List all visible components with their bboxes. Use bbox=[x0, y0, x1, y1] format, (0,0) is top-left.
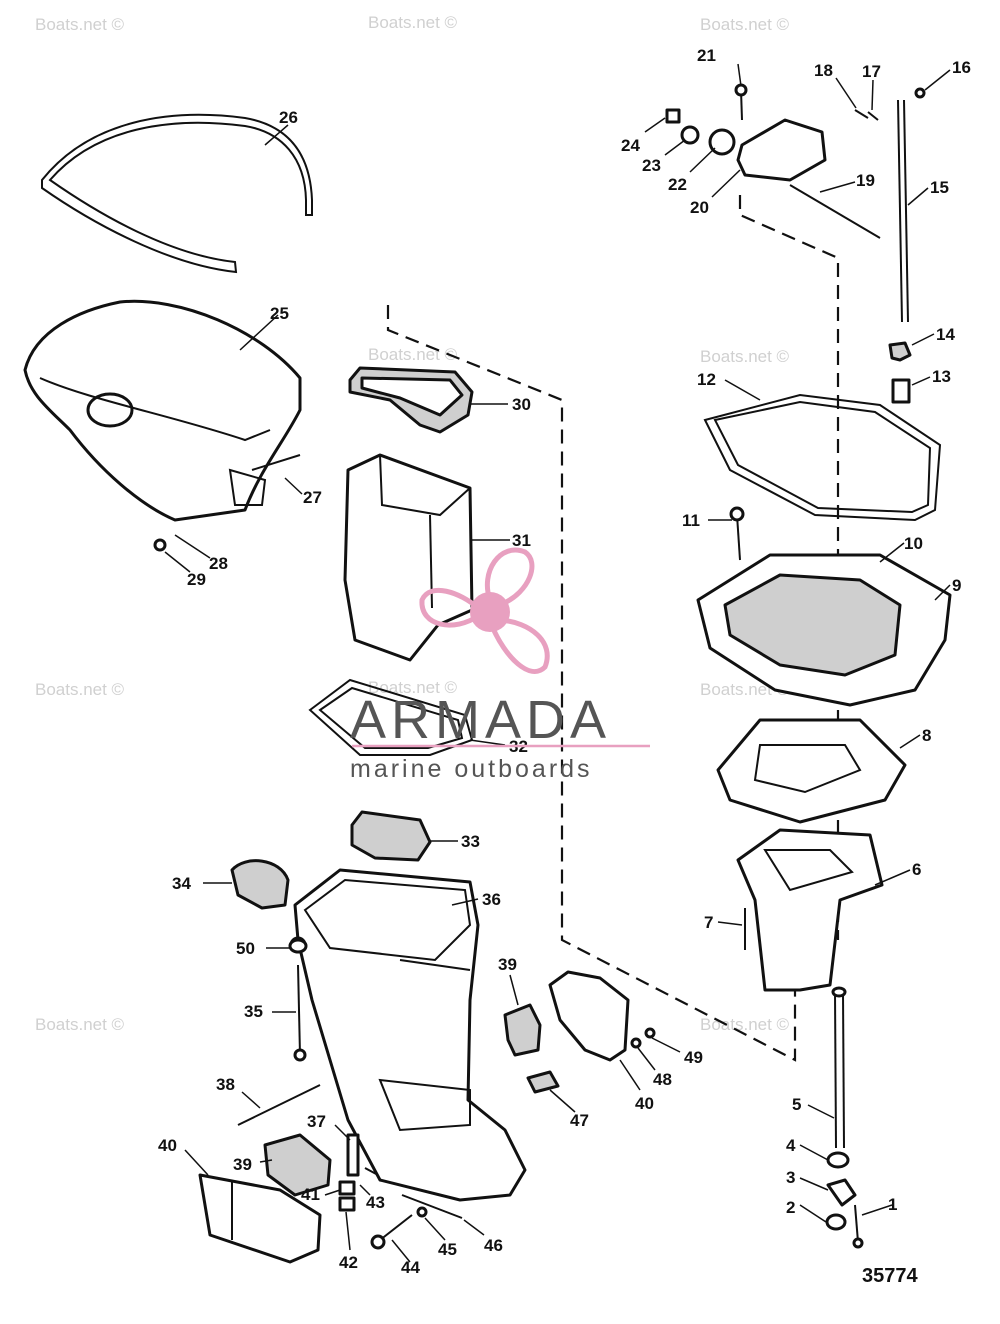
watermark-text: Boats.net © bbox=[35, 680, 125, 699]
callout-9: 9 bbox=[952, 576, 961, 595]
callout-11: 11 bbox=[682, 511, 700, 530]
callout-27: 27 bbox=[303, 488, 322, 507]
callout-28: 28 bbox=[209, 554, 228, 573]
stud-35 bbox=[293, 964, 307, 1062]
callout-12: 12 bbox=[697, 370, 716, 389]
callout-24: 24 bbox=[621, 136, 640, 155]
callout-30: 30 bbox=[512, 395, 531, 414]
callout-42: 42 bbox=[339, 1253, 358, 1272]
callout-31: 31 bbox=[512, 531, 531, 550]
watermark-text: Boats.net © bbox=[35, 15, 125, 34]
watermark-text: Boats.net © bbox=[700, 15, 790, 34]
watermark-text: Boats.net © bbox=[700, 1015, 790, 1034]
callout-23: 23 bbox=[642, 156, 661, 175]
shift-linkage-parts bbox=[665, 83, 926, 239]
watermark-text: Boats.net © bbox=[700, 347, 790, 366]
callout-5: 5 bbox=[792, 1095, 801, 1114]
callout-47: 47 bbox=[570, 1111, 589, 1130]
callout-1: 1 bbox=[888, 1195, 897, 1214]
drawing-number: 35774 bbox=[862, 1265, 918, 1287]
callout-15: 15 bbox=[930, 178, 949, 197]
callout-8: 8 bbox=[922, 726, 931, 745]
callout-36: 36 bbox=[482, 890, 501, 909]
cover-40-right bbox=[548, 970, 630, 1062]
bushing-14-13 bbox=[888, 341, 912, 404]
brand-name: ARMADA bbox=[350, 690, 611, 750]
callout-40-right: 40 bbox=[635, 1094, 654, 1113]
callout-43: 43 bbox=[366, 1193, 385, 1212]
driveshaft-5 bbox=[831, 986, 847, 1149]
callout-50: 50 bbox=[236, 939, 255, 958]
callout-35: 35 bbox=[244, 1002, 263, 1021]
hardware-1-4 bbox=[825, 1151, 864, 1249]
callout-21: 21 bbox=[697, 46, 716, 65]
callout-44: 44 bbox=[401, 1258, 420, 1277]
callout-17: 17 bbox=[862, 62, 881, 81]
propeller-icon bbox=[419, 547, 550, 674]
leader-lines bbox=[164, 63, 951, 1263]
callout-6: 6 bbox=[912, 860, 921, 879]
callout-40-left: 40 bbox=[158, 1136, 177, 1155]
mount-bracket-39-left bbox=[263, 1133, 332, 1197]
callout-labels: 1 2 3 4 5 6 7 8 9 10 11 12 13 14 15 16 1… bbox=[158, 46, 971, 1277]
callout-16: 16 bbox=[952, 58, 971, 77]
callout-7: 7 bbox=[704, 913, 713, 932]
pin-38 bbox=[237, 1084, 321, 1126]
callout-45: 45 bbox=[438, 1240, 457, 1259]
seal-12 bbox=[703, 393, 942, 522]
callout-34: 34 bbox=[172, 874, 191, 893]
seal-33 bbox=[350, 810, 432, 862]
callout-19: 19 bbox=[856, 171, 875, 190]
callout-26: 26 bbox=[279, 108, 298, 127]
callout-37: 37 bbox=[307, 1112, 326, 1131]
callout-22: 22 bbox=[668, 175, 687, 194]
callout-18: 18 bbox=[814, 61, 833, 80]
watermark-text: Boats.net © bbox=[368, 345, 458, 364]
cowl-seal-part bbox=[41, 113, 313, 274]
callout-41: 41 bbox=[301, 1185, 320, 1204]
callout-2: 2 bbox=[786, 1198, 795, 1217]
callout-10: 10 bbox=[904, 534, 923, 553]
gasket-8 bbox=[716, 718, 907, 824]
hardware-45-46 bbox=[401, 1194, 463, 1219]
adapter-seal-30 bbox=[348, 366, 474, 434]
watermark-text: Boats.net © bbox=[368, 13, 458, 32]
bolt-11 bbox=[729, 506, 745, 561]
exhaust-pipe-6 bbox=[736, 828, 884, 992]
callout-48: 48 bbox=[653, 1070, 672, 1089]
callout-39-right: 39 bbox=[498, 955, 517, 974]
callout-4: 4 bbox=[786, 1136, 796, 1155]
driveshaft-housing-36 bbox=[289, 868, 527, 1202]
mount-34 bbox=[230, 859, 290, 910]
exhaust-tube-31 bbox=[343, 453, 474, 662]
mount-bracket-39-right bbox=[503, 1003, 542, 1057]
watermark-text: Boats.net © bbox=[35, 1015, 125, 1034]
callout-13: 13 bbox=[932, 367, 951, 386]
shift-rod-15 bbox=[897, 99, 909, 323]
callout-39-left: 39 bbox=[233, 1155, 252, 1174]
brand-tagline: marine outboards bbox=[350, 755, 593, 783]
callout-29: 29 bbox=[187, 570, 206, 589]
callout-49: 49 bbox=[684, 1048, 703, 1067]
callout-46: 46 bbox=[484, 1236, 503, 1255]
cover-40-left bbox=[198, 1173, 322, 1264]
callout-3: 3 bbox=[786, 1168, 795, 1187]
callout-25: 25 bbox=[270, 304, 289, 323]
fasteners-37-43 bbox=[338, 1133, 379, 1212]
callout-33: 33 bbox=[461, 832, 480, 851]
washers-48-49 bbox=[630, 1027, 656, 1049]
washer-50 bbox=[288, 938, 308, 954]
callout-14: 14 bbox=[936, 325, 955, 344]
callout-20: 20 bbox=[690, 198, 709, 217]
armada-logo: ARMADA marine outboards bbox=[350, 547, 650, 783]
bracket-47 bbox=[526, 1070, 560, 1094]
adapter-plate-9 bbox=[696, 553, 952, 707]
callout-38: 38 bbox=[216, 1075, 235, 1094]
bolt-44 bbox=[370, 1214, 413, 1250]
bottom-cowl-part bbox=[23, 299, 302, 552]
